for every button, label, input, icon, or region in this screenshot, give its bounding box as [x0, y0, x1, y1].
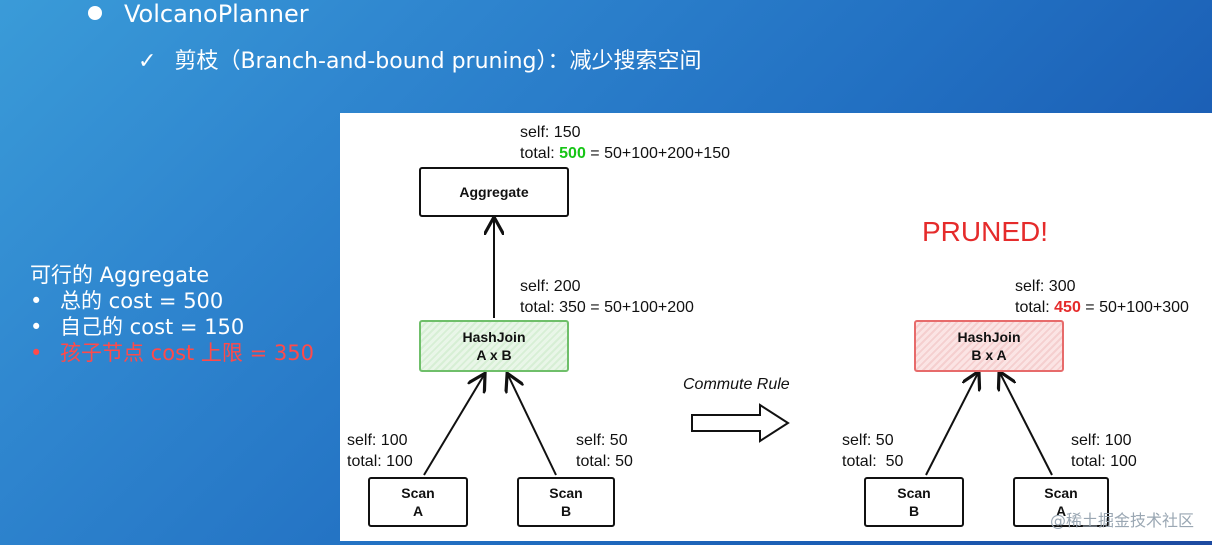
- bullet-icon: •: [30, 341, 43, 365]
- scan-a-cost-label: self: 100 total: 100: [347, 430, 413, 472]
- node-sublabel: B x A: [971, 347, 1007, 363]
- subtitle-bullet: ✓ 剪枝（Branch-and-bound pruning）：减少搜索空间: [138, 43, 702, 75]
- left-notes: 可行的 Aggregate • 总的 cost = 500 • 自己的 cost =…: [30, 262, 314, 366]
- total-cost: total: 500 = 50+100+200+150: [520, 145, 730, 162]
- node-label: Scan: [897, 485, 931, 501]
- aggregate-node: Aggregate: [419, 167, 569, 217]
- total-value-green: 500: [559, 145, 586, 162]
- total-cost: total: 50: [576, 453, 633, 470]
- scan-b-cost-label: self: 50 total: 50: [576, 430, 633, 472]
- total-cost: total: 50: [842, 453, 904, 470]
- slide-title: VolcanoPlanner: [124, 0, 309, 28]
- commute-arrow-icon: [691, 403, 790, 443]
- node-label: Aggregate: [459, 184, 529, 200]
- self-cost: self: 100: [1071, 432, 1132, 449]
- self-cost: self: 200: [520, 278, 581, 295]
- right-scan-a-cost-label: self: 100 total: 100: [1071, 430, 1137, 472]
- edge-scan-b-hashjoin: [508, 375, 557, 476]
- right-hashjoin-node: HashJoin B x A: [914, 320, 1064, 372]
- diagram-edges: [423, 113, 1053, 476]
- note-item: • 自己的 cost = 150: [30, 314, 314, 340]
- right-hashjoin-cost-label: self: 300 total: 450 = 50+100+300: [1015, 276, 1189, 318]
- edge-right-scan-a-hashjoin: [1000, 373, 1053, 476]
- right-scan-a-node: Scan A: [1013, 477, 1109, 527]
- total-cost: total: 350 = 50+100+200: [520, 299, 694, 316]
- notes-heading: 可行的 Aggregate: [30, 263, 210, 287]
- slide-subtitle: 剪枝（Branch-and-bound pruning）：减少搜索空间: [174, 49, 702, 74]
- total-cost: total: 100: [347, 453, 413, 470]
- total-cost: total: 100: [1071, 453, 1137, 470]
- total-value-red: 450: [1054, 299, 1081, 316]
- self-cost: self: 50: [576, 432, 628, 449]
- scan-a-node: Scan A: [368, 477, 468, 527]
- note-item: • 总的 cost = 500: [30, 288, 314, 314]
- node-label: HashJoin: [462, 329, 526, 345]
- bullet-icon: •: [30, 289, 43, 313]
- hashjoin-node: HashJoin A x B: [419, 320, 569, 372]
- right-scan-b-cost-label: self: 50 total: 50: [842, 430, 903, 472]
- note-text: 孩子节点 cost 上限 = 350: [60, 341, 314, 365]
- self-cost: self: 50: [842, 432, 894, 449]
- self-cost: self: 300: [1015, 278, 1076, 295]
- node-sublabel: B: [560, 503, 572, 519]
- pruned-label: PRUNED!: [922, 216, 1049, 247]
- note-item-highlight: • 孩子节点 cost 上限 = 350: [30, 340, 314, 366]
- node-label: Scan: [549, 485, 583, 501]
- title-bullet: VolcanoPlanner: [88, 0, 309, 28]
- node-label: HashJoin: [957, 329, 1021, 345]
- scan-b-node: Scan B: [517, 477, 615, 527]
- bullet-icon: •: [30, 315, 43, 339]
- edge-scan-a-hashjoin: [423, 375, 484, 476]
- node-label: Scan: [401, 485, 435, 501]
- commute-rule-label: Commute Rule: [683, 376, 790, 393]
- self-cost: self: 150: [520, 124, 581, 141]
- edge-right-scan-b-hashjoin: [925, 373, 978, 476]
- node-label: Scan: [1044, 485, 1078, 501]
- note-text: 总的 cost = 500: [60, 289, 224, 313]
- watermark: @稀土掘金技术社区: [1049, 511, 1194, 530]
- total-cost: total: 450 = 50+100+300: [1015, 299, 1189, 316]
- right-scan-b-node: Scan B: [864, 477, 964, 527]
- aggregate-cost-label: self: 150 total: 500 = 50+100+200+150: [520, 122, 730, 164]
- note-text: 自己的 cost = 150: [60, 315, 245, 339]
- node-sublabel: A: [1055, 503, 1067, 519]
- node-sublabel: A: [412, 503, 424, 519]
- diagram-panel: self: 150 total: 500 = 50+100+200+150 Ag…: [340, 113, 1212, 541]
- node-sublabel: B: [908, 503, 920, 519]
- check-icon: ✓: [138, 49, 157, 74]
- node-sublabel: A x B: [476, 347, 512, 363]
- hashjoin-cost-label: self: 200 total: 350 = 50+100+200: [520, 276, 694, 318]
- self-cost: self: 100: [347, 432, 408, 449]
- bullet-dot-icon: [88, 6, 102, 20]
